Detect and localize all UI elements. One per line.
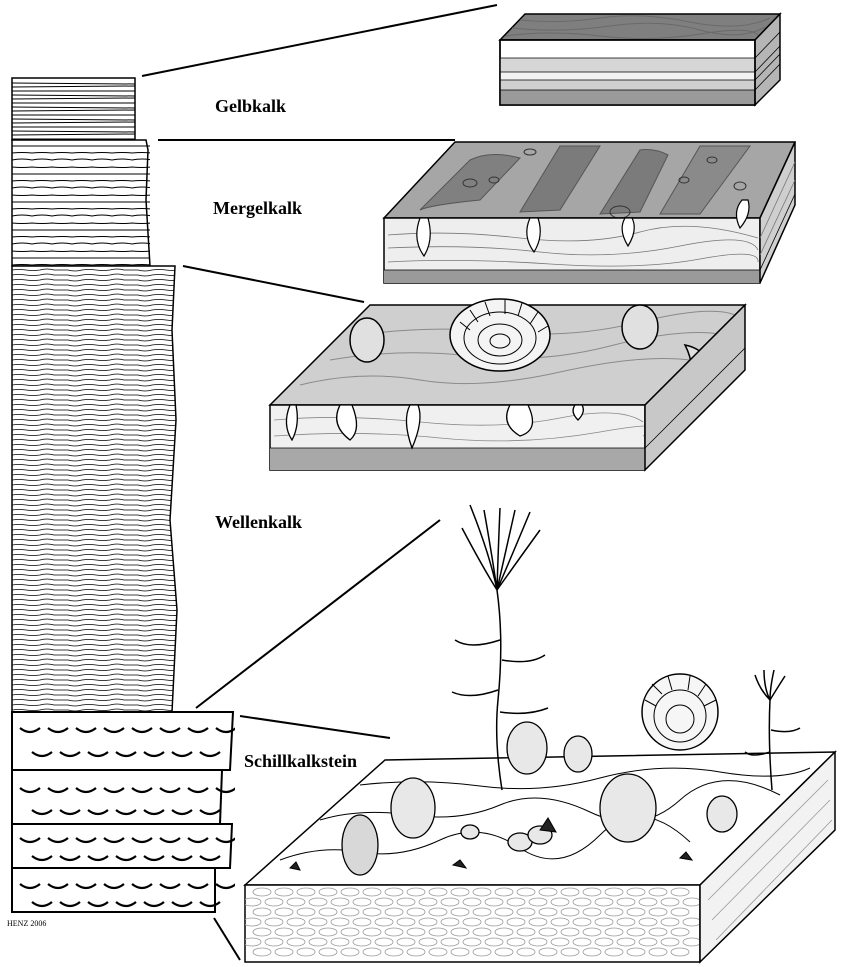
gelbkalk-column-unit <box>12 78 135 140</box>
connector-mergelkalk <box>183 266 364 302</box>
brachiopod-shell <box>350 318 384 362</box>
mergelkalk-column-unit <box>12 140 152 266</box>
connector-schill-bottom <box>214 918 240 960</box>
ammonite-shell <box>450 299 550 371</box>
connector-gelbkalk-top <box>142 5 497 76</box>
wellenkalk-column-unit <box>12 266 180 712</box>
gelbkalk-block-top <box>500 14 780 40</box>
ammonite-shell <box>642 674 718 750</box>
connector-schill-top <box>240 716 390 738</box>
label-schillkalkstein: Schillkalkstein <box>244 751 357 771</box>
schillkalkstein-column-unit <box>12 712 236 912</box>
label-mergelkalk: Mergelkalk <box>213 198 302 218</box>
brachiopod-shell <box>622 305 658 349</box>
label-wellenkalk: Wellenkalk <box>215 512 302 532</box>
schillkalkstein-block <box>243 505 835 962</box>
stratigraphic-column <box>12 78 236 912</box>
schillkalkstein-block-front <box>245 885 700 962</box>
connector-wellenkalk <box>196 520 440 708</box>
gelbkalk-block <box>500 14 780 105</box>
author-credit: HENZ 2006 <box>7 919 46 928</box>
wellenkalk-block <box>270 299 745 470</box>
mergelkalk-block <box>384 142 795 283</box>
label-gelbkalk: Gelbkalk <box>215 96 286 116</box>
